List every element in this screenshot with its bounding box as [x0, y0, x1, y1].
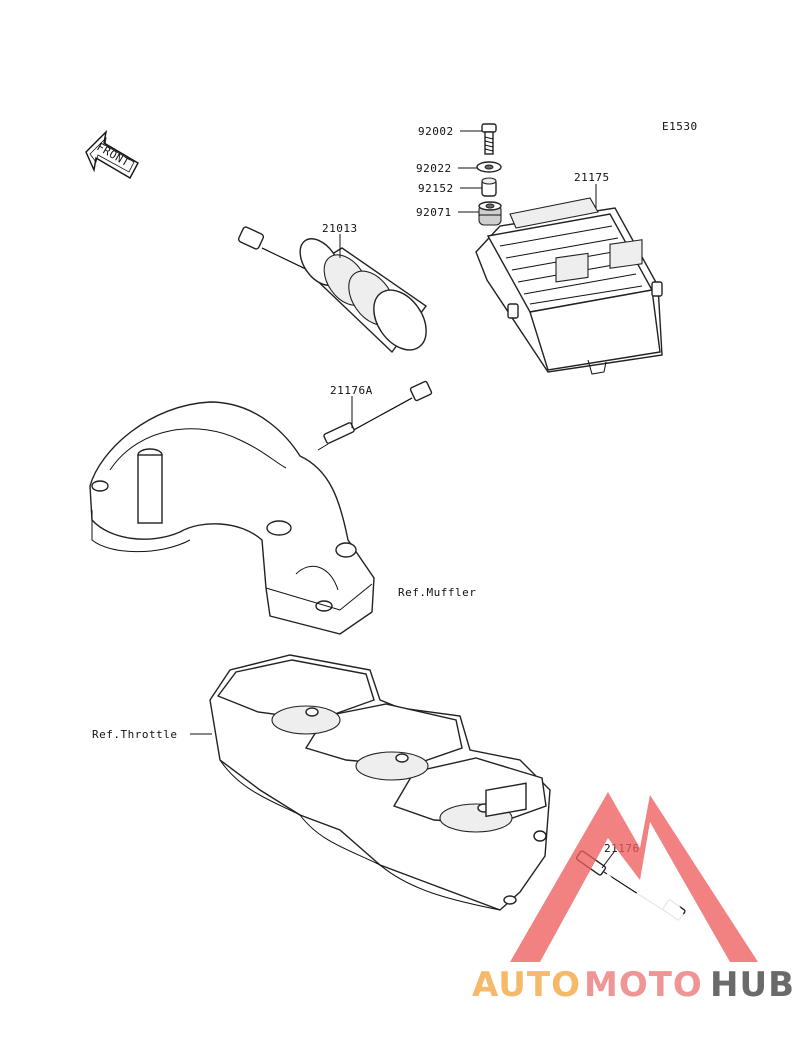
- part-label-92071: 92071: [416, 206, 452, 219]
- collar-92152: [481, 177, 497, 197]
- watermark-hub: HUB: [710, 965, 795, 1005]
- sensor-21013: [237, 226, 427, 354]
- exhaust-pipe: [89, 401, 375, 635]
- warning-triangle-icon: [510, 792, 758, 962]
- ref-muffler-label: Ref.Muffler: [398, 586, 476, 599]
- leader-lines: [190, 130, 615, 869]
- ref-throttle-label: Ref.Throttle: [92, 728, 177, 741]
- front-arrow-icon: FRONT: [85, 129, 139, 179]
- part-label-92152: 92152: [418, 182, 454, 195]
- part-label-21175: 21175: [574, 171, 610, 184]
- washer-92022: [476, 161, 502, 173]
- bolt-92002: [481, 123, 497, 155]
- watermark-logo: AUTO MOTO HUB: [472, 792, 795, 1005]
- part-label-21176A: 21176A: [330, 384, 373, 397]
- grommet-92071: [478, 201, 502, 226]
- throttle-body: [209, 654, 551, 911]
- diagram-code: E1530: [662, 120, 698, 133]
- part-label-92022: 92022: [416, 162, 452, 175]
- watermark-auto: AUTO: [472, 965, 581, 1005]
- ecu-21175: [475, 197, 663, 375]
- watermark-moto: MOTO: [584, 965, 703, 1005]
- sensor-21176A: [317, 380, 433, 451]
- part-label-92002: 92002: [418, 125, 454, 138]
- part-label-21013: 21013: [322, 222, 358, 235]
